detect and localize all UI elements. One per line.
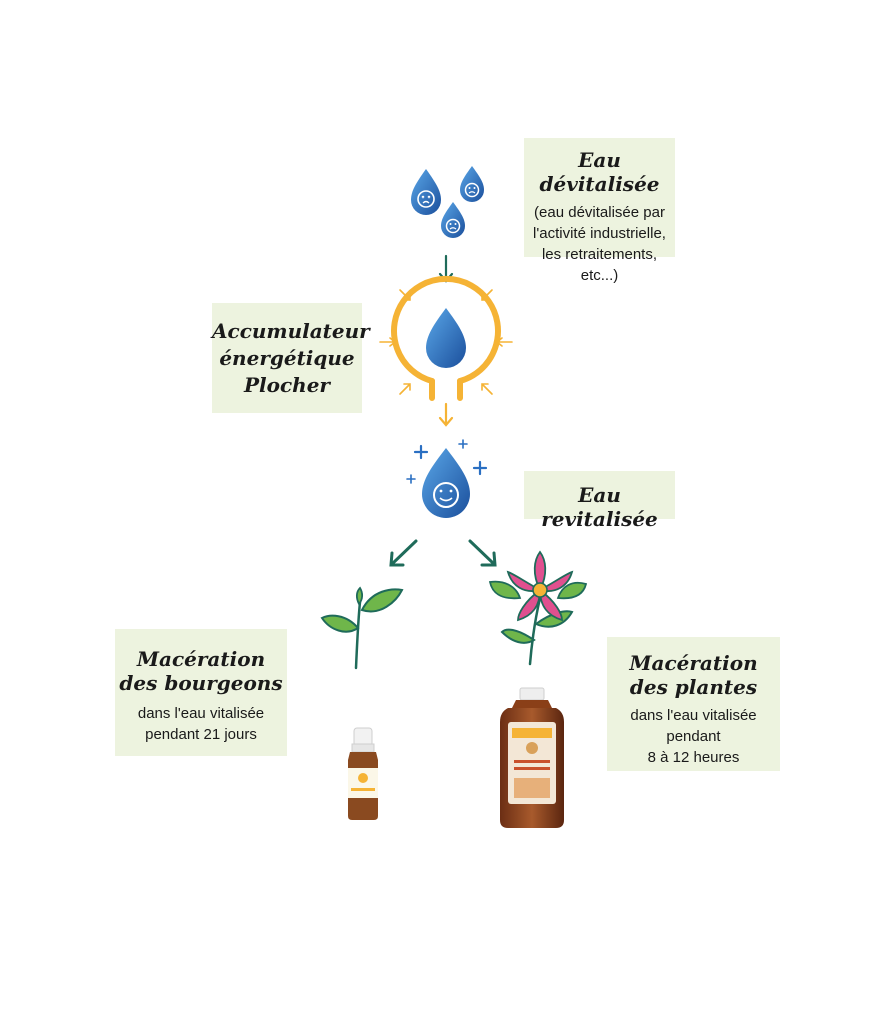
arrow-right-down-icon	[468, 539, 497, 567]
flower-icon	[488, 550, 588, 666]
bud-maceration-box: Macération des bourgeons dans l'eau vita…	[115, 629, 287, 756]
large-bottle-image	[500, 687, 564, 828]
accumulator-box: Accumulateur énergétique Plocher	[212, 303, 370, 413]
sad-drop-icon	[411, 169, 441, 215]
accumulator-title: Accumulateur énergétique Plocher	[212, 319, 370, 397]
sprout-icon	[320, 586, 404, 670]
devitalized-water-box: Eau dévitalisée (eau dévitalisée par l'a…	[524, 138, 675, 284]
arrow-left-down-icon	[389, 539, 418, 567]
plant-maceration-box: Macération des plantes dans l'eau vitali…	[607, 637, 780, 771]
devitalized-water-title: Eau dévitalisée	[539, 148, 660, 196]
revitalized-water-title: Eau revitalisée	[541, 483, 658, 531]
plus-icon	[406, 439, 488, 484]
small-bottle-image	[348, 727, 378, 820]
plant-maceration-desc: dans l'eau vitalisée pendant 8 à 12 heur…	[630, 707, 757, 766]
bud-maceration-title: Macération des bourgeons	[119, 647, 283, 695]
devitalized-water-desc: (eau dévitalisée par l'activité industri…	[533, 204, 666, 284]
sad-drop-icon	[460, 166, 484, 202]
plant-maceration-title: Macération des plantes	[629, 651, 758, 699]
accumulator-icon	[379, 275, 513, 401]
happy-drop-icon	[422, 448, 470, 518]
bud-maceration-desc: dans l'eau vitalisée pendant 21 jours	[137, 705, 265, 743]
revitalized-water-box: Eau revitalisée	[524, 471, 675, 531]
sad-drop-icon	[441, 202, 465, 238]
arrow-down-icon	[438, 402, 454, 427]
